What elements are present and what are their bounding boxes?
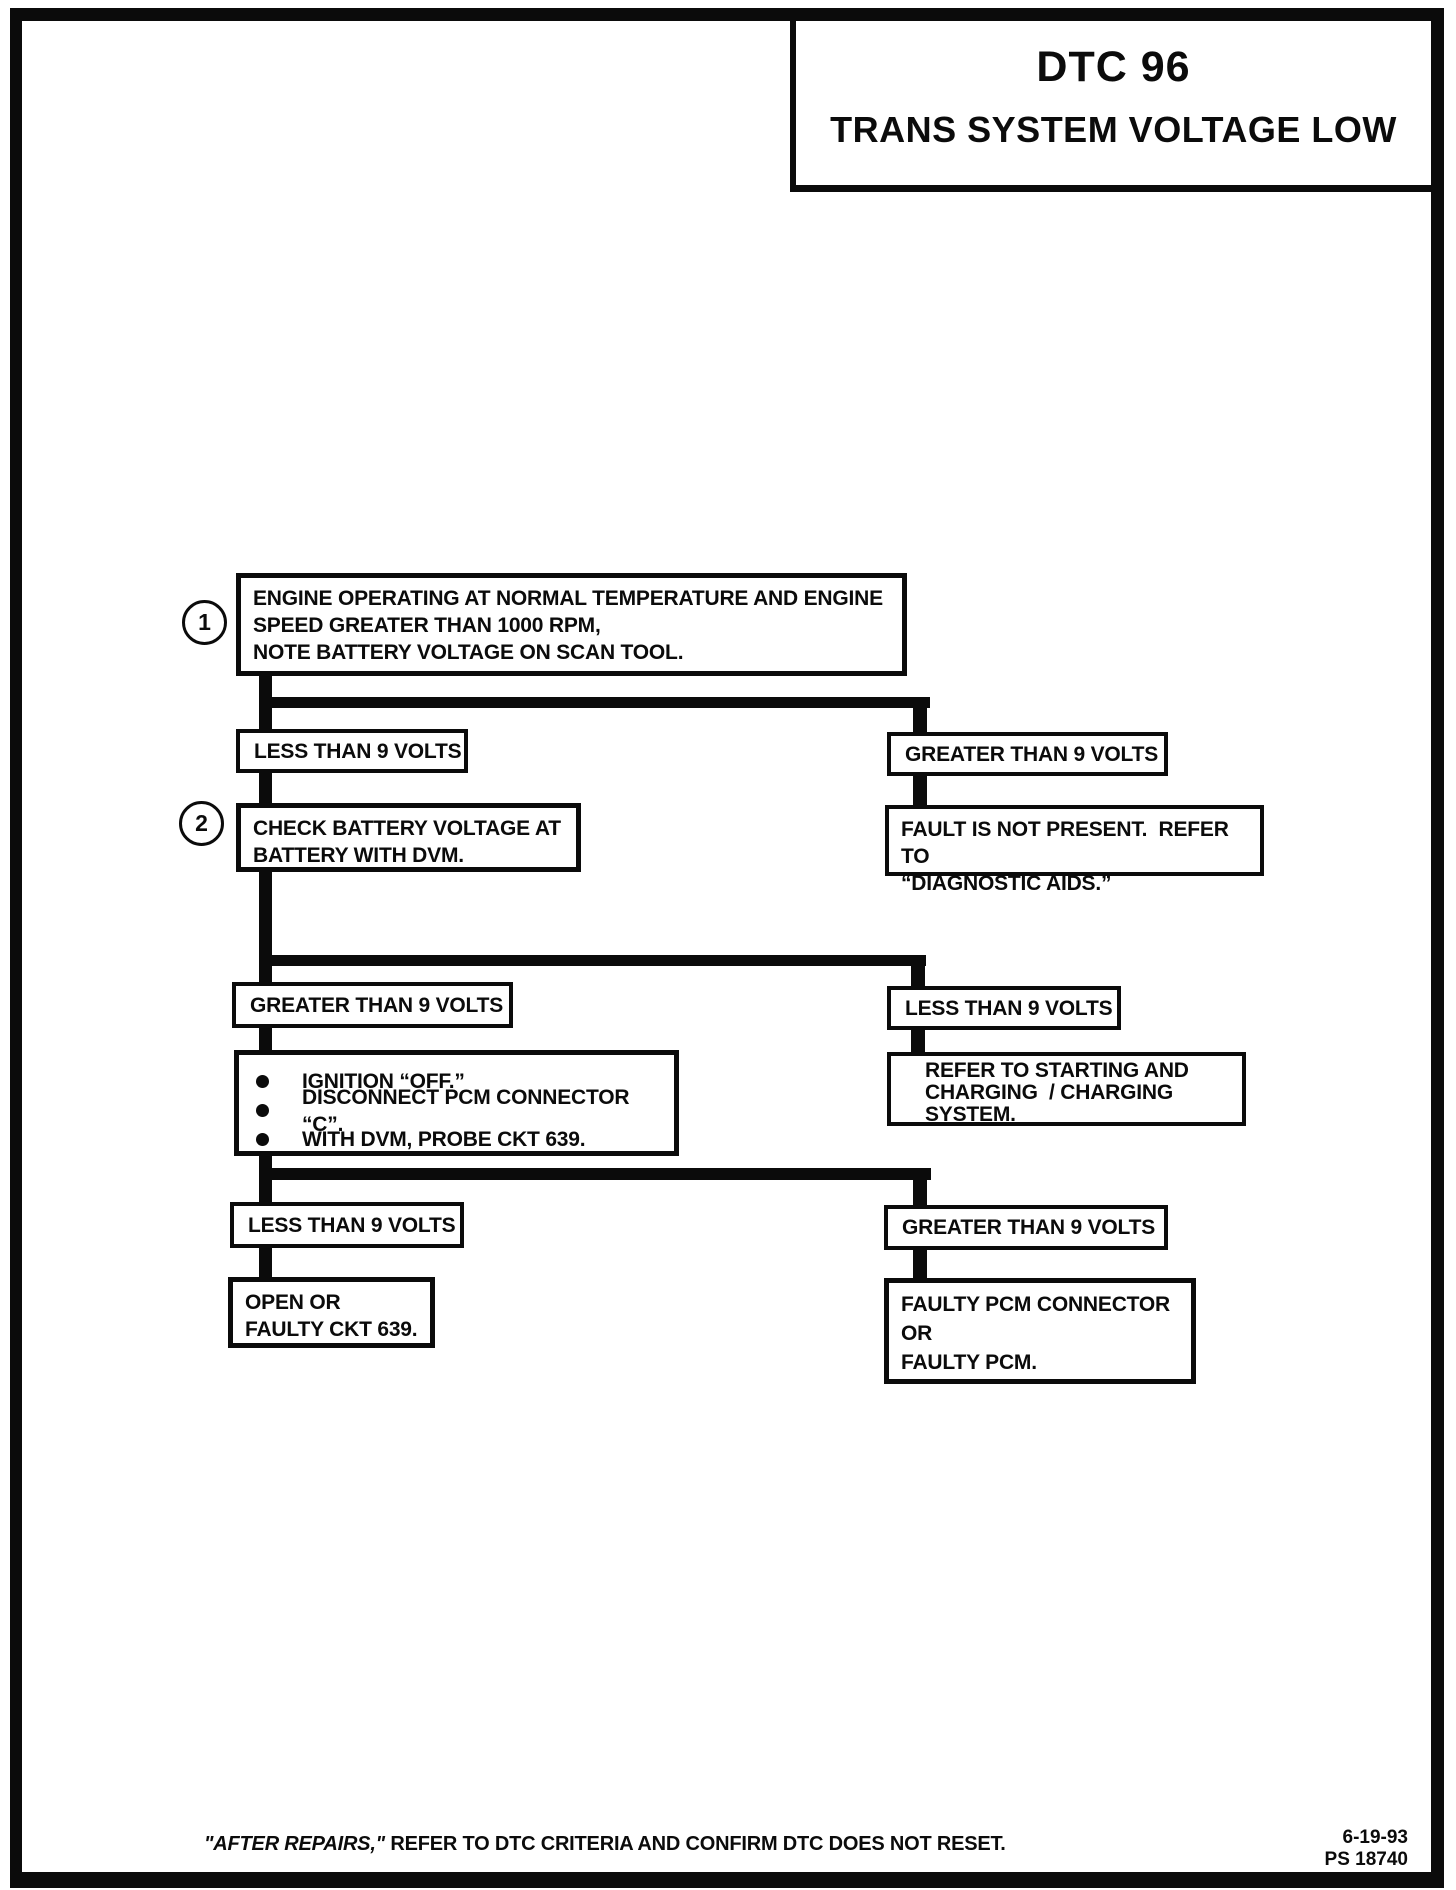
- bullet-text: WITH DVM, PROBE CKT 639.: [302, 1128, 586, 1151]
- node-faulty-pcm: FAULTY PCM CONNECTOR OR FAULTY PCM.: [884, 1278, 1196, 1384]
- node-less-than-9-volts-level3: LESS THAN 9 VOLTS: [230, 1202, 464, 1248]
- node-step3: IGNITION “OFF.” DISCONNECT PCM CONNECTOR…: [234, 1050, 679, 1156]
- revision-date: 6-19-93: [1342, 1827, 1409, 1848]
- connector-lt9l1-to-step2: [259, 770, 272, 807]
- connector-lt9l3-to-open: [259, 1245, 272, 1281]
- node-step1: ENGINE OPERATING AT NORMAL TEMPERATURE A…: [236, 573, 907, 676]
- bullet-item: WITH DVM, PROBE CKT 639.: [253, 1125, 660, 1154]
- after-repairs-note: "AFTER REPAIRS," REFER TO DTC CRITERIA A…: [204, 1833, 1006, 1856]
- connector-lt9l2-to-refer: [911, 1027, 925, 1056]
- document-number: PS 18740: [1324, 1849, 1408, 1870]
- node-fault-not-present: FAULT IS NOT PRESENT. REFER TO “DIAGNOST…: [885, 805, 1264, 895]
- bullet-dot-icon: [256, 1075, 269, 1088]
- dtc-code: DTC 96: [1036, 43, 1191, 91]
- bullet-text: IGNITION “OFF.”: [302, 1070, 465, 1093]
- connector-level1-left-stem: [259, 703, 272, 733]
- bullet-dot-icon: [256, 1133, 269, 1146]
- node-less-than-9-volts-level1: LESS THAN 9 VOLTS: [236, 729, 468, 773]
- node-greater-than-9-volts-level1: GREATER THAN 9 VOLTS: [887, 732, 1168, 776]
- bullet-item: DISCONNECT PCM CONNECTOR “C”.: [253, 1086, 660, 1136]
- connector-level2-left-stem: [259, 960, 272, 986]
- bullet-item: IGNITION “OFF.”: [253, 1067, 660, 1096]
- node-refer-starting-charging: REFER TO STARTING AND CHARGING / CHARGIN…: [887, 1052, 1246, 1126]
- step-number-1-value: 1: [198, 609, 211, 635]
- connector-gt9l3-to-pcm: [913, 1247, 927, 1282]
- bullet-dot-icon: [256, 1104, 269, 1117]
- after-repairs-note-rest: REFER TO DTC CRITERIA AND CONFIRM DTC DO…: [384, 1833, 1006, 1855]
- connector-level1-right-stem: [913, 703, 927, 736]
- connector-gt9l1-to-fault: [913, 773, 927, 809]
- connector-level1-crossbar: [259, 697, 930, 708]
- title-box: DTC 96 TRANS SYSTEM VOLTAGE LOW: [790, 21, 1431, 192]
- connector-level3-crossbar: [259, 1168, 931, 1180]
- connector-gt9l2-to-step3: [259, 1025, 272, 1054]
- bullet-text: DISCONNECT PCM CONNECTOR “C”.: [302, 1085, 630, 1136]
- page-border-frame: [10, 8, 1444, 1888]
- dtc-name: TRANS SYSTEM VOLTAGE LOW: [830, 109, 1397, 150]
- node-step2: CHECK BATTERY VOLTAGE AT BATTERY WITH DV…: [236, 803, 581, 872]
- step-number-2-value: 2: [195, 810, 208, 836]
- step-number-2: 2: [179, 801, 224, 846]
- node-less-than-9-volts-level2: LESS THAN 9 VOLTS: [887, 986, 1121, 1030]
- after-repairs-note-italic: "AFTER REPAIRS,": [204, 1833, 385, 1855]
- connector-level3-left-stem: [259, 1176, 272, 1206]
- node-greater-than-9-volts-level2: GREATER THAN 9 VOLTS: [232, 982, 513, 1028]
- date-block: 6-19-93 PS 18740: [1325, 1827, 1408, 1871]
- connector-level3-right-stem: [913, 1176, 927, 1209]
- connector-level2-crossbar: [259, 955, 926, 966]
- connector-step2-stem: [259, 869, 272, 966]
- node-greater-than-9-volts-level3: GREATER THAN 9 VOLTS: [884, 1205, 1168, 1250]
- node-open-faulty-ckt: OPEN OR FAULTY CKT 639.: [228, 1277, 435, 1348]
- step-number-1: 1: [182, 600, 227, 645]
- connector-level2-right-stem: [911, 960, 925, 990]
